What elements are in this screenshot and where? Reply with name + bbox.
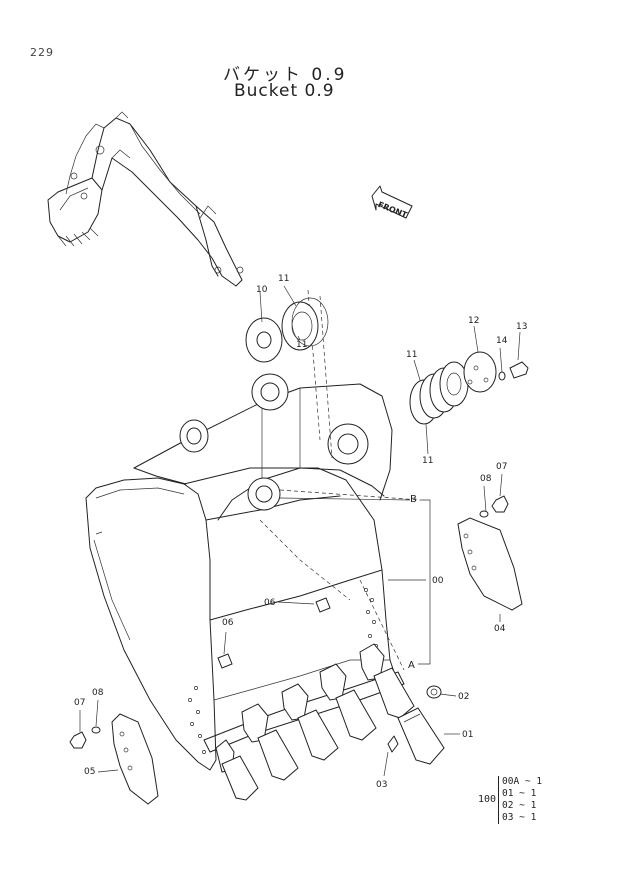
page-number: 229 (30, 46, 54, 59)
bucket-body (85, 289, 421, 771)
front-arrow (371, 185, 413, 219)
excavator-arm-thumbnail (47, 111, 244, 287)
callout-01: 01 (462, 730, 474, 740)
quantity-row: 02 ~ 1 (502, 800, 537, 811)
quantity-rows: 00A ~ 1 01 ~ 1 02 ~ 1 03 ~ 1 (498, 776, 542, 824)
callout-08: 08 (92, 688, 104, 698)
callout-11: 11 (296, 340, 308, 350)
callout-07: 07 (74, 698, 86, 708)
hardware (69, 297, 529, 749)
callout-11: 11 (422, 456, 434, 466)
quantity-row: 03 ~ 1 (502, 812, 537, 823)
quantity-code: 100 (478, 794, 497, 805)
callout-12: 12 (468, 316, 480, 326)
callout-10: 10 (256, 285, 268, 295)
reference-b: B (410, 494, 417, 505)
title-japanese: バケット 0.9 (223, 65, 348, 85)
callout-06: 06 (264, 598, 276, 608)
quantity-row: 00A ~ 1 (502, 776, 543, 787)
quantity-row: 01 ~ 1 (502, 788, 537, 799)
callout-07: 07 (496, 462, 508, 472)
callout-11: 11 (278, 274, 290, 284)
callout-06: 06 (222, 618, 234, 628)
callout-13: 13 (516, 322, 528, 332)
callout-05: 05 (84, 767, 96, 777)
reference-a: A (408, 660, 415, 671)
callout-04: 04 (494, 624, 506, 634)
bucket-teeth (203, 643, 445, 801)
callout-11: 11 (406, 350, 418, 360)
callout-02: 02 (458, 692, 470, 702)
callout-14: 14 (496, 336, 508, 346)
callout-08: 08 (480, 474, 492, 484)
callout-00: 00 (432, 576, 444, 586)
leader-lines (79, 285, 521, 777)
side-cutters (111, 517, 523, 805)
title-english: Bucket 0.9 (234, 81, 335, 101)
callout-03: 03 (376, 780, 388, 790)
